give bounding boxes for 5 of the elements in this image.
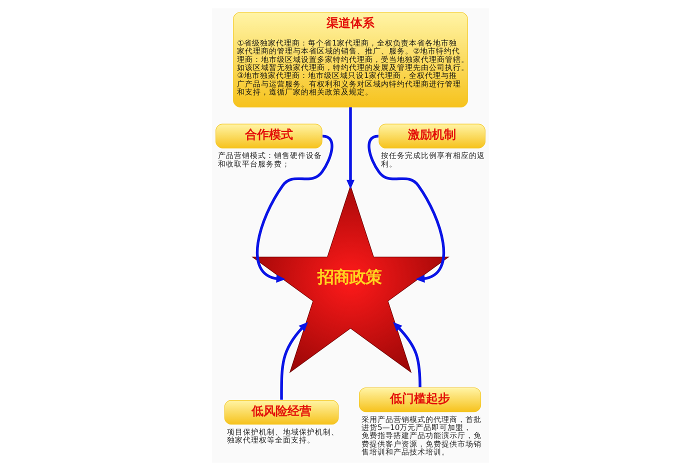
arrow (255, 134, 333, 283)
arrow (346, 107, 354, 190)
arrow (367, 134, 445, 283)
arrow (392, 322, 421, 388)
arrow (280, 322, 308, 400)
